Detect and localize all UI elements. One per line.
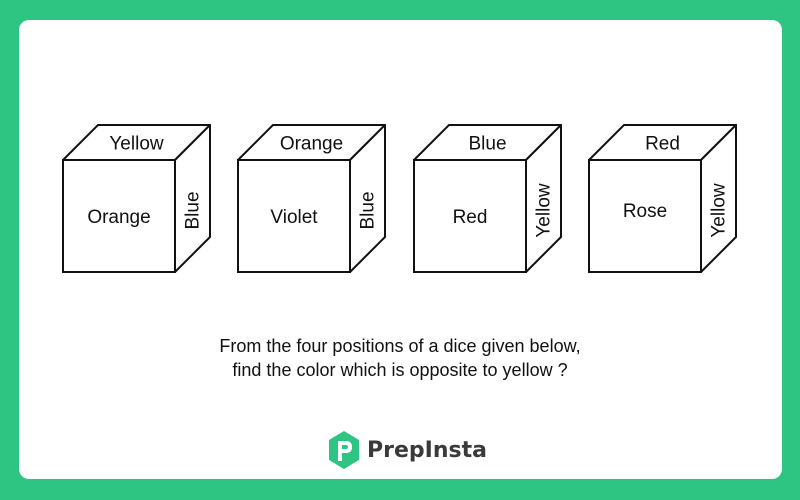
die-top-label: Red bbox=[645, 134, 680, 155]
question-line-1: From the four positions of a dice given … bbox=[219, 336, 581, 356]
die-front-label: Rose bbox=[623, 201, 667, 222]
die-top-label: Blue bbox=[468, 134, 506, 155]
brand-name: PrepInsta bbox=[367, 437, 487, 463]
die-front-face bbox=[588, 159, 702, 273]
die-front-label: Orange bbox=[87, 207, 150, 228]
die-front-label: Violet bbox=[270, 207, 318, 228]
die-side-label: Blue bbox=[183, 191, 204, 229]
die-front-label: Red bbox=[453, 207, 488, 228]
brand-logo-group: PrepInsta bbox=[327, 430, 487, 470]
prepinsta-logo-icon bbox=[329, 431, 359, 469]
die-top-label: Yellow bbox=[109, 134, 164, 155]
die-top-label: Orange bbox=[280, 134, 343, 155]
question-line-2: find the color which is opposite to yell… bbox=[232, 360, 568, 380]
die-side-label: Blue bbox=[358, 191, 379, 229]
die-front-face bbox=[413, 159, 527, 273]
die-front-face bbox=[62, 159, 176, 273]
die-side-label: Yellow bbox=[534, 183, 555, 238]
die-side-label: Yellow bbox=[709, 183, 730, 238]
die-front-face bbox=[237, 159, 351, 273]
